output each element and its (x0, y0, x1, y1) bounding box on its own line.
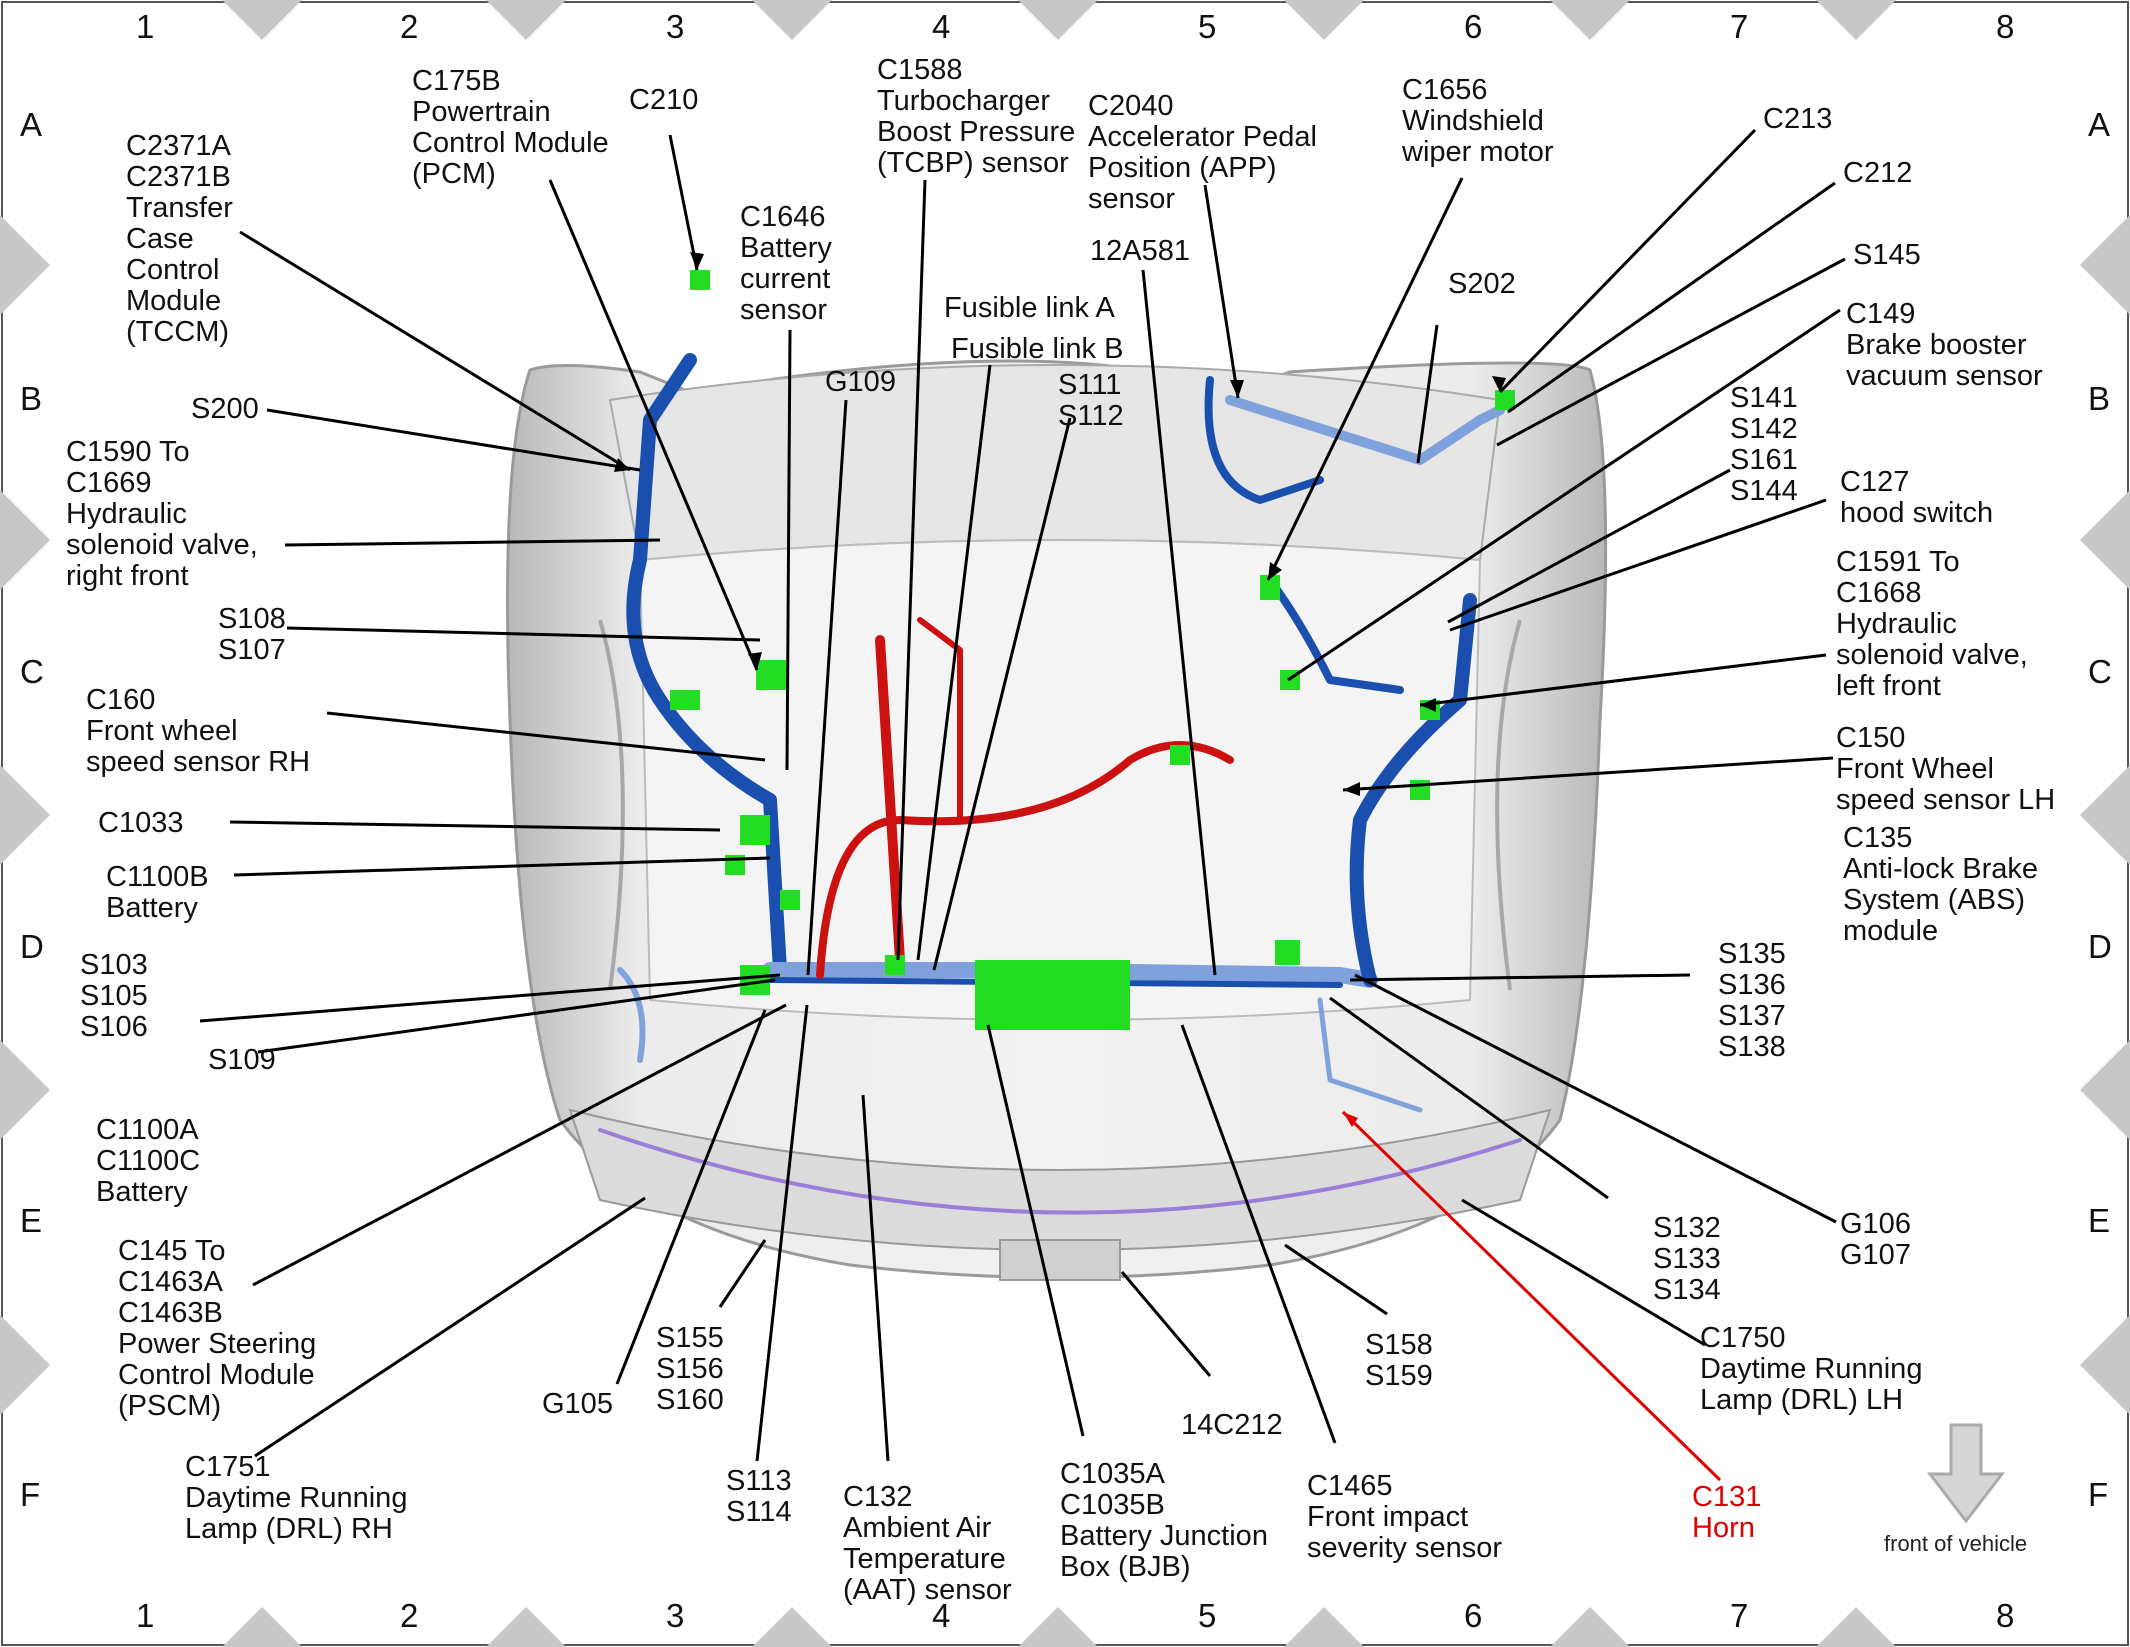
grid-col-bottom-6: 6 (1464, 1597, 1483, 1634)
label-fusible-link-a: Fusible link A (944, 292, 1115, 324)
front-of-vehicle-caption: front of vehicle (1884, 1531, 2028, 1556)
label-s111: S111 S112 (1058, 369, 1124, 432)
grid-col-top-4: 4 (932, 8, 951, 45)
grid-col-bottom-2: 2 (400, 1597, 419, 1634)
label-g105: G105 (542, 1388, 613, 1420)
grid-row-right-b: B (2088, 380, 2111, 417)
label-s155: S155 S156 S160 (656, 1322, 724, 1416)
label-g106: G106 G107 (1840, 1208, 1911, 1271)
label-c175b: C175B Powertrain Control Module (PCM) (412, 65, 609, 190)
grid-col-bottom-4: 4 (932, 1597, 951, 1634)
grid-col-top-8: 8 (1996, 8, 2015, 45)
horn-leader-line (1341, 1110, 1722, 1482)
label-s108: S108 S107 (218, 603, 286, 666)
label-c1033: C1033 (98, 807, 184, 839)
label-c2371: C2371A C2371B Transfer Case Control Modu… (126, 130, 233, 348)
label-c2040: C2040 Accelerator Pedal Position (APP) s… (1088, 90, 1317, 215)
label-c1035: C1035A C1035B Battery Junction Box (BJB) (1060, 1458, 1268, 1583)
label-s113: S113 S114 (726, 1465, 792, 1528)
label-c1588: C1588 Turbocharger Boost Pressure (TCBP)… (877, 54, 1076, 179)
grid-row-left-d: D (20, 928, 44, 965)
grid-row-left-c: C (20, 653, 44, 690)
label-s202: S202 (1448, 268, 1516, 300)
grid-row-right-c: C (2088, 653, 2112, 690)
label-14c212: 14C212 (1181, 1409, 1283, 1441)
label-s200: S200 (191, 393, 259, 425)
label-c1465: C1465 Front impact severity sensor (1307, 1470, 1503, 1564)
grid-row-left-a: A (20, 106, 43, 143)
grid-col-top-6: 6 (1464, 8, 1483, 45)
label-s135: S135 S136 S137 S138 (1718, 938, 1786, 1063)
grid-row-right-e: E (2088, 1202, 2111, 1239)
label-12a581: 12A581 (1090, 235, 1190, 267)
grid-col-bottom-5: 5 (1198, 1597, 1217, 1634)
grid-row-right-d: D (2088, 928, 2112, 965)
grid-col-bottom-1: 1 (136, 1597, 155, 1634)
label-c1591: C1591 To C1668 Hydraulic solenoid valve,… (1836, 546, 2028, 702)
vehicle-body (506, 359, 1608, 1281)
label-c135: C135 Anti-lock Brake System (ABS) module (1843, 822, 2039, 947)
label-c149: C149 Brake booster vacuum sensor (1846, 298, 2043, 392)
label-c1656: C1656 Windshield wiper motor (1402, 74, 1554, 168)
label-c1750: C1750 Daytime Running Lamp (DRL) LH (1700, 1322, 1923, 1416)
label-c150: C150 Front Wheel speed sensor LH (1836, 722, 2056, 816)
label-c131-horn: C131 Horn (1692, 1481, 1762, 1544)
grid-col-top-7: 7 (1730, 8, 1749, 45)
grid-row-left-b: B (20, 380, 43, 417)
label-c1100a: C1100A C1100C Battery (96, 1114, 201, 1208)
label-s158: S158 S159 (1365, 1329, 1433, 1392)
arrowheads (614, 252, 1506, 796)
label-s132: S132 S133 S134 (1653, 1212, 1721, 1306)
label-c132: C132 Ambient Air Temperature (AAT) senso… (843, 1481, 1012, 1606)
label-c1751: C1751 Daytime Running Lamp (DRL) RH (185, 1451, 408, 1545)
grid-row-left-f: F (20, 1476, 41, 1513)
leader-lines (199, 128, 1846, 1462)
label-s109: S109 (208, 1044, 276, 1076)
label-c127: C127 hood switch (1840, 466, 1994, 529)
grid-col-top-3: 3 (666, 8, 685, 45)
grid-col-bottom-3: 3 (666, 1597, 685, 1634)
label-g109: G109 (825, 366, 896, 398)
label-c1100b: C1100B Battery (106, 861, 209, 924)
label-c212: C212 (1843, 157, 1913, 189)
grid-col-bottom-8: 8 (1996, 1597, 2015, 1634)
label-s145: S145 (1853, 239, 1921, 271)
grid-row-left-e: E (20, 1202, 43, 1239)
label-s141: S141 S142 S161 S144 (1730, 382, 1798, 507)
grid-col-top-1: 1 (136, 8, 155, 45)
label-c213: C213 (1763, 103, 1833, 135)
grid-col-top-5: 5 (1198, 8, 1217, 45)
grid-row-right-f: F (2088, 1476, 2109, 1513)
label-c160: C160 Front wheel speed sensor RH (86, 684, 311, 778)
label-s103: S103 S105 S106 (80, 949, 148, 1043)
label-c1590: C1590 To C1669 Hydraulic solenoid valve,… (66, 436, 258, 592)
label-c145: C145 To C1463A C1463B Power Steering Con… (118, 1235, 317, 1422)
grid-col-bottom-7: 7 (1730, 1597, 1749, 1634)
label-c1646: C1646 Battery current sensor (740, 201, 832, 326)
front-arrow-icon (1926, 1423, 2006, 1524)
grid-row-right-a: A (2088, 106, 2111, 143)
label-fusible-link-b: Fusible link B (951, 333, 1124, 365)
grid-col-top-2: 2 (400, 8, 419, 45)
label-c210: C210 (629, 84, 699, 116)
